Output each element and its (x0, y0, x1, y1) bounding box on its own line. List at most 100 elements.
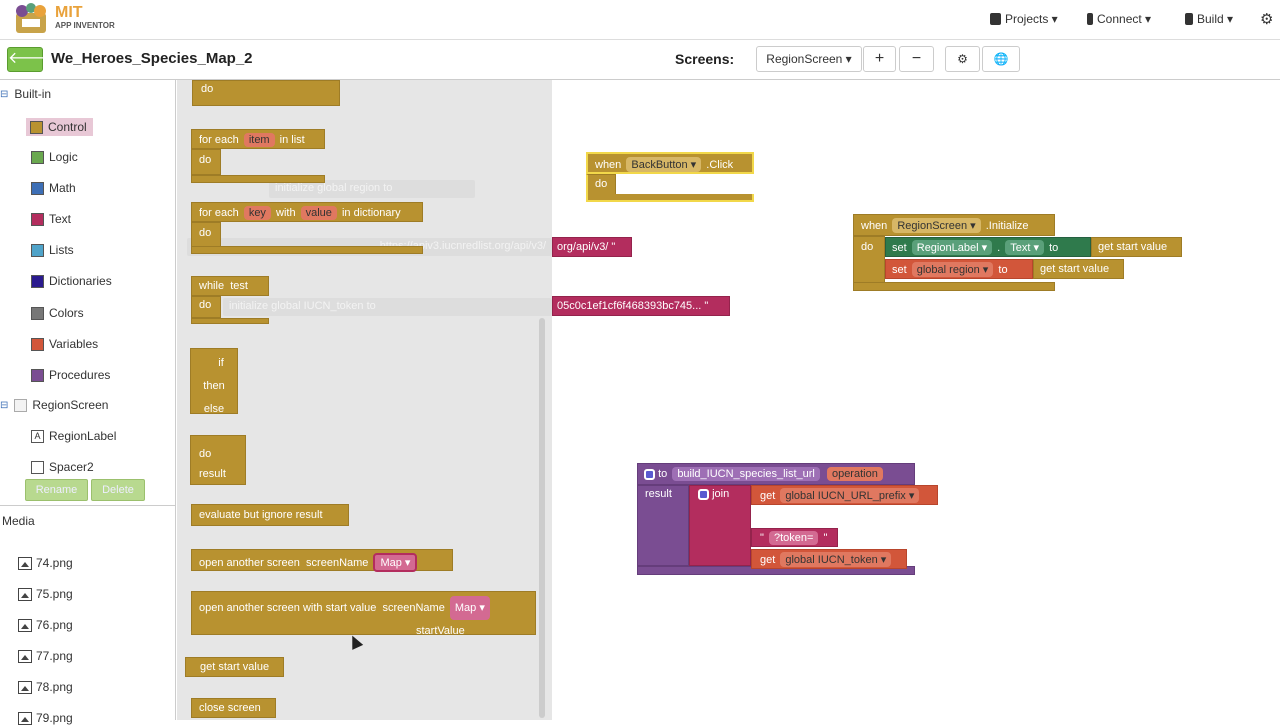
build-label: Build ▾ (1197, 12, 1234, 26)
media-file-item[interactable]: 77.png (18, 649, 73, 663)
collapse-icon: ⊟ (0, 399, 9, 411)
backbutton-bottom (586, 194, 754, 202)
media-file-item[interactable]: 76.png (18, 618, 73, 632)
image-icon (18, 649, 32, 663)
initialize-do: do (853, 236, 885, 284)
text-swatch-icon (31, 212, 44, 226)
close-screen-block[interactable]: close screen (191, 698, 276, 718)
image-icon (18, 556, 32, 570)
tree-component-regionlabel[interactable]: A RegionLabel (31, 429, 116, 443)
text-value[interactable]: ?token= (768, 531, 819, 545)
rename-button[interactable]: Rename (25, 479, 88, 501)
variable-dropdown[interactable]: global region ▾ (911, 262, 994, 277)
flyout-scrollbar[interactable] (539, 318, 545, 718)
delete-button[interactable]: Delete (91, 479, 145, 501)
tree-item-label: Math (49, 181, 76, 195)
block-label: screenName (306, 557, 369, 569)
procedure-definition-block[interactable]: to build_IUCN_species_list_url operation (637, 463, 915, 485)
media-file-item[interactable]: 79.png (18, 711, 73, 725)
globe-icon[interactable]: 🌐 (982, 46, 1020, 72)
result-label: result (199, 468, 226, 480)
get-start-value-block[interactable]: get start value (1091, 237, 1182, 257)
settings-gear-icon[interactable]: ⚙ (1260, 11, 1274, 28)
while-block[interactable]: while test (191, 276, 269, 296)
media-file-label: 74.png (36, 556, 73, 570)
tree-component-spacer2[interactable]: Spacer2 (31, 460, 94, 474)
gear-icon[interactable] (644, 468, 655, 480)
media-file-label: 79.png (36, 711, 73, 725)
project-properties-button[interactable]: ⚙ (945, 46, 980, 72)
project-bar: 🡐 We_Heroes_Species_Map_2 Screens: Regio… (0, 40, 1280, 80)
screen-select[interactable]: RegionScreen ▾ (756, 46, 862, 72)
component-dropdown[interactable]: RegionScreen ▾ (892, 218, 981, 233)
tree-item-math[interactable]: Math (31, 181, 76, 195)
component-dropdown[interactable]: BackButton ▾ (626, 157, 702, 172)
projects-menu[interactable]: Projects ▾ (990, 12, 1058, 26)
set-regionlabel-text-block[interactable]: set RegionLabel ▾ . Text ▾ to (885, 237, 1091, 257)
get-iucn-url-prefix-block[interactable]: get global IUCN_URL_prefix ▾ (751, 485, 938, 505)
while-bottom (191, 318, 269, 324)
media-file-item[interactable]: 75.png (18, 587, 73, 601)
get-iucn-token-block[interactable]: get global IUCN_token ▾ (751, 549, 907, 569)
gear-icon[interactable] (698, 488, 709, 500)
procedure-result-socket: result (637, 485, 689, 566)
tree-item-variables[interactable]: Variables (31, 337, 98, 351)
media-file-item[interactable]: 74.png (18, 556, 73, 570)
url-text-block-partial[interactable]: org/api/v3/ " (552, 237, 632, 257)
media-file-item[interactable]: 78.png (18, 680, 73, 694)
tree-item-text[interactable]: Text (31, 212, 71, 226)
tree-builtin[interactable]: ⊟ Built-in (0, 87, 51, 101)
backbutton-click-event-block[interactable]: when BackButton ▾ .Click (586, 152, 754, 174)
for-each-key-block[interactable]: for each key with value in dictionary (191, 202, 423, 222)
text-value: org/api/v3/ (557, 241, 609, 253)
block-label: set (892, 264, 907, 276)
property-dropdown[interactable]: Text ▾ (1005, 240, 1045, 255)
back-button[interactable]: 🡐 (7, 47, 51, 72)
token-text-block-partial[interactable]: 05c0c1ef1cf6f468393bc745... " (552, 296, 730, 316)
block-label: get start value (1098, 241, 1168, 253)
tree-item-label: Text (49, 212, 72, 226)
token-text-block[interactable]: " ?token= " (751, 528, 838, 547)
build-menu[interactable]: Build ▾ (1185, 12, 1233, 26)
tree-item-control[interactable]: Control (26, 118, 93, 136)
for-each-item-bottom (191, 175, 325, 183)
tree-screen[interactable]: ⊟ RegionScreen (0, 398, 108, 412)
open-another-screen-block[interactable]: open another screen screenName Map ▾ (191, 549, 453, 572)
control-swatch-icon (30, 120, 43, 134)
set-global-region-block[interactable]: set global region ▾ to (885, 259, 1033, 279)
map-screen-dropdown[interactable]: Map ▾ (449, 596, 490, 620)
tree-item-logic[interactable]: Logic (31, 150, 78, 164)
evaluate-ignore-block[interactable]: evaluate but ignore result (191, 504, 349, 526)
tree-item-lists[interactable]: Lists (31, 243, 74, 257)
variable-dropdown[interactable]: global IUCN_URL_prefix ▾ (780, 488, 920, 503)
app-inventor-logo[interactable] (14, 3, 48, 35)
connect-menu[interactable]: Connect ▾ (1087, 12, 1151, 26)
variable-dropdown[interactable]: global IUCN_token ▾ (780, 552, 892, 567)
block-label: get (760, 554, 776, 566)
top-bar: MIT APP INVENTOR Projects ▾ Connect ▾ Bu… (0, 0, 1280, 40)
component-dropdown[interactable]: RegionLabel ▾ (911, 240, 993, 255)
block-label: in list (279, 134, 305, 146)
map-screen-dropdown[interactable]: Map ▾ (373, 553, 418, 572)
procedure-name-field[interactable]: build_IUCN_species_list_url (672, 467, 820, 481)
if-then-else-block[interactable]: if then else (190, 348, 238, 415)
get-start-value-block[interactable]: get start value (1033, 259, 1124, 279)
tree-item-colors[interactable]: Colors (31, 306, 84, 320)
colors-swatch-icon (31, 306, 44, 320)
key-param: key (243, 206, 271, 220)
do-result-block[interactable]: do result (190, 435, 246, 485)
tree-item-procedures[interactable]: Procedures (31, 368, 110, 382)
for-each-key-bottom (191, 246, 423, 254)
lists-swatch-icon (31, 243, 44, 257)
tree-item-dictionaries[interactable]: Dictionaries (31, 274, 112, 288)
for-each-item-block[interactable]: for each item in list (191, 129, 325, 149)
get-start-value-block[interactable]: get start value (185, 657, 284, 677)
block-label: close screen (199, 702, 261, 714)
text-join-block[interactable]: join (689, 485, 751, 566)
do-block-partial[interactable]: do (192, 80, 340, 106)
add-screen-button[interactable]: + (863, 46, 896, 72)
regionscreen-initialize-event-block[interactable]: when RegionScreen ▾ .Initialize (853, 214, 1055, 236)
open-screen-with-start-value-block[interactable]: open another screen with start value scr… (191, 591, 536, 637)
remove-screen-button[interactable]: − (899, 46, 934, 72)
media-file-label: 78.png (36, 680, 73, 694)
